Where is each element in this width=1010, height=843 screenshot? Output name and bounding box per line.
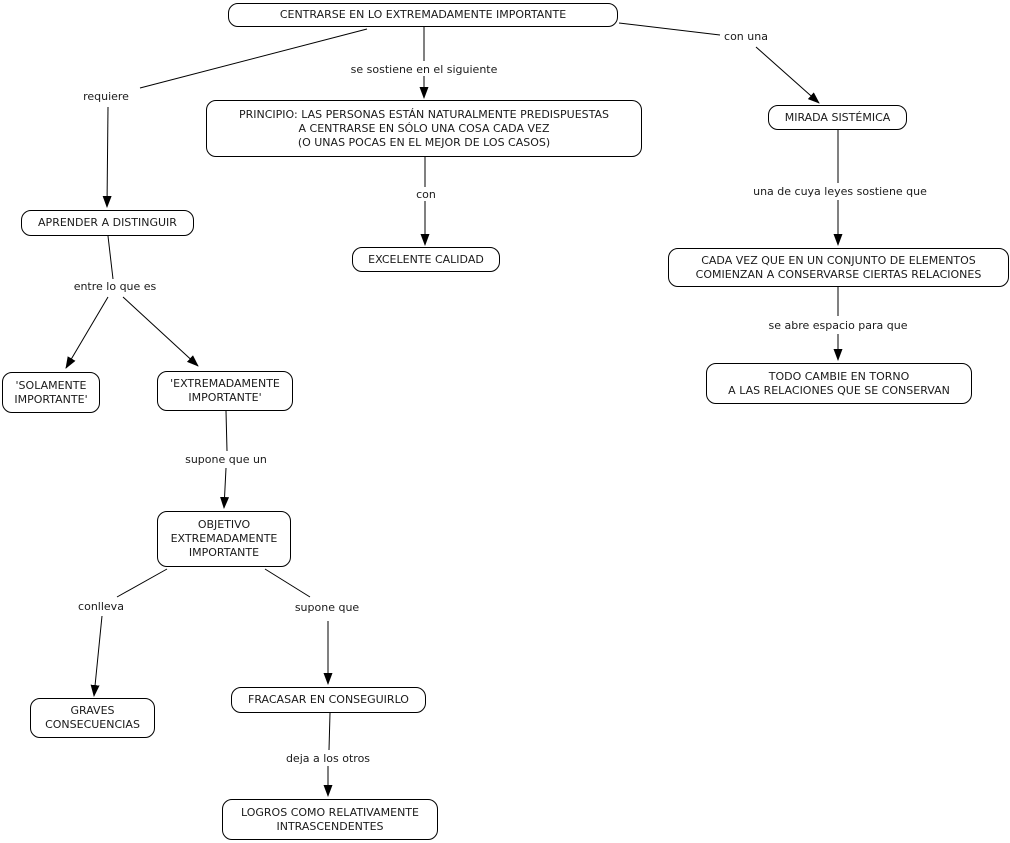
- node-excelente-calidad[interactable]: EXCELENTE CALIDAD: [352, 247, 500, 272]
- node-solamente-importante[interactable]: 'SOLAMENTE IMPORTANTE': [2, 372, 100, 413]
- node-text-line: APRENDER A DISTINGUIR: [38, 216, 177, 229]
- node-text-line: A LAS RELACIONES QUE SE CONSERVAN: [728, 383, 950, 397]
- node-text-line: EXTREMADAMENTE: [170, 532, 278, 545]
- node-text-line: MIRADA SISTÉMICA: [784, 110, 891, 124]
- node-text-line: INTRASCENDENTES: [276, 819, 384, 833]
- link-label-sostiene[interactable]: se sostiene en el siguiente: [348, 63, 500, 76]
- node-text-line: IMPORTANTE': [14, 392, 88, 406]
- link-label-espacio[interactable]: se abre espacio para que: [766, 319, 910, 332]
- link-label-conlleva[interactable]: conlleva: [76, 600, 126, 613]
- node-text-line: TODO CAMBIE EN TORNO: [768, 369, 910, 383]
- node-text-line: CENTRARSE EN LO EXTREMADAMENTE IMPORTANT…: [279, 8, 567, 21]
- node-logros[interactable]: LOGROS COMO RELATIVAMENTE INTRASCENDENTE…: [222, 799, 438, 840]
- node-text-line: CONSECUENCIAS: [45, 718, 140, 731]
- link-label-leyes[interactable]: una de cuya leyes sostiene que: [751, 185, 929, 198]
- node-text-line: PRINCIPIO: LAS PERSONAS ESTÁN NATURALMEN…: [238, 107, 610, 121]
- node-extremadamente-importante[interactable]: 'EXTREMADAMENTE IMPORTANTE': [157, 371, 293, 411]
- node-text-line: COMIENZAN A CONSERVARSE CIERTAS RELACION…: [695, 267, 982, 281]
- node-text-line: GRAVES: [70, 704, 115, 717]
- node-text-line: A CENTRARSE EN SÓLO UNA COSA CADA VEZ: [298, 121, 550, 135]
- node-principio[interactable]: PRINCIPIO: LAS PERSONAS ESTÁN NATURALMEN…: [206, 100, 642, 157]
- node-text-line: 'SOLAMENTE: [15, 378, 87, 392]
- node-text-line: 'EXTREMADAMENTE: [170, 377, 280, 390]
- node-cada-vez[interactable]: CADA VEZ QUE EN UN CONJUNTO DE ELEMENTOS…: [668, 248, 1009, 287]
- link-label-entre[interactable]: entre lo que es: [71, 280, 159, 293]
- link-label-deja[interactable]: deja a los otros: [283, 752, 373, 765]
- node-text-line: EXCELENTE CALIDAD: [368, 252, 484, 266]
- node-graves-consecuencias[interactable]: GRAVES CONSECUENCIAS: [30, 698, 155, 738]
- node-mirada-sistemica[interactable]: MIRADA SISTÉMICA: [768, 105, 907, 130]
- node-text-line: IMPORTANTE: [188, 546, 260, 559]
- link-label-supone-un[interactable]: supone que un: [183, 453, 269, 466]
- node-aprender-a-distinguir[interactable]: APRENDER A DISTINGUIR: [21, 210, 194, 236]
- node-objetivo[interactable]: OBJETIVO EXTREMADAMENTE IMPORTANTE: [157, 511, 291, 567]
- link-label-requiere[interactable]: requiere: [81, 90, 131, 103]
- node-todo-cambie[interactable]: TODO CAMBIE EN TORNO A LAS RELACIONES QU…: [706, 363, 972, 404]
- node-fracasar[interactable]: FRACASAR EN CONSEGUIRLO: [231, 687, 426, 713]
- link-label-con[interactable]: con: [414, 188, 438, 201]
- node-centrarse[interactable]: CENTRARSE EN LO EXTREMADAMENTE IMPORTANT…: [228, 3, 618, 27]
- node-text-line: (O UNAS POCAS EN EL MEJOR DE LOS CASOS): [297, 135, 551, 149]
- node-text-line: FRACASAR EN CONSEGUIRLO: [248, 693, 409, 706]
- node-text-line: CADA VEZ QUE EN UN CONJUNTO DE ELEMENTOS: [701, 253, 976, 267]
- node-text-line: OBJETIVO: [197, 518, 251, 531]
- node-text-line: LOGROS COMO RELATIVAMENTE: [241, 805, 419, 819]
- link-label-supone-que[interactable]: supone que: [292, 601, 362, 614]
- node-text-line: IMPORTANTE': [188, 391, 262, 404]
- link-label-con-una[interactable]: con una: [722, 30, 770, 43]
